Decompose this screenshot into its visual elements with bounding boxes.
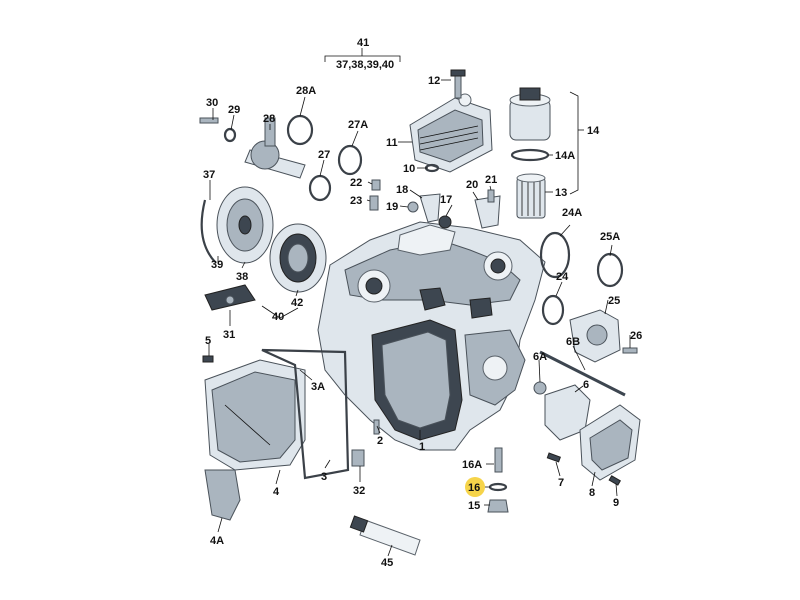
cover-8 (579, 404, 641, 481)
callout-22: 22 (350, 177, 362, 189)
bolt-16A (494, 447, 503, 473)
callout-45: 45 (381, 557, 393, 569)
callout-31: 31 (223, 329, 235, 341)
actuator-6 (533, 381, 591, 441)
callout-25: 25 (608, 295, 620, 307)
callout-6A: 6A (533, 351, 547, 363)
callout-32: 32 (353, 485, 365, 497)
callout-25A: 25A (600, 231, 620, 243)
plug-32 (351, 449, 365, 467)
drive-shaft-28 (244, 117, 306, 179)
rod-6B (539, 350, 626, 397)
bolt-12 (450, 69, 466, 99)
callout-19: 19 (386, 201, 398, 213)
callout-12: 12 (428, 75, 440, 87)
callout-29: 29 (228, 104, 240, 116)
callout-10: 10 (403, 163, 415, 175)
small-fittings (369, 163, 501, 229)
callout-6B: 6B (566, 336, 580, 348)
oil-cooler (409, 93, 493, 173)
sensor-31 (204, 284, 256, 311)
oil-filter-element (516, 173, 546, 219)
callout-42: 42 (291, 297, 303, 309)
callout-9: 9 (613, 497, 619, 509)
callout-14: 14 (587, 125, 600, 137)
seal-16 (488, 482, 508, 492)
callout-41: 41 (357, 37, 369, 49)
bolt-9 (608, 475, 622, 486)
rings-right (539, 231, 624, 326)
callout-21: 21 (485, 174, 497, 186)
callout-30: 30 (206, 97, 218, 109)
plug-15 (487, 499, 509, 513)
flange-25 (569, 309, 621, 363)
callout-7: 7 (558, 477, 564, 489)
callout-2: 2 (377, 435, 383, 447)
callout-13: 13 (555, 187, 567, 199)
oil-pan-4 (204, 359, 306, 471)
gasket-3 (261, 348, 350, 480)
callout-11: 11 (386, 137, 398, 149)
bolt-2 (373, 419, 380, 435)
callout-16A: 16A (462, 459, 482, 471)
callout-28: 28 (263, 113, 275, 125)
callout-28A: 28A (296, 85, 316, 97)
callout-3: 3 (321, 471, 327, 483)
callout-17: 17 (440, 194, 452, 206)
bolt-26 (622, 347, 638, 354)
oil-filter-housing (509, 87, 551, 162)
leader-lines (208, 48, 631, 557)
callout-3A: 3A (311, 381, 325, 393)
bracket-4A (204, 469, 241, 521)
callout-27: 27 (318, 149, 330, 161)
callout-26: 26 (630, 330, 642, 342)
gearbox-housing (317, 221, 546, 451)
callout-41-list: 37,38,39,40 (336, 59, 394, 71)
highlight-marker-16 (465, 477, 485, 497)
callout-18: 18 (396, 184, 408, 196)
callout-5: 5 (205, 335, 211, 347)
callout-24: 24 (556, 271, 569, 283)
callout-20: 20 (466, 179, 478, 191)
callout-8: 8 (589, 487, 595, 499)
callout-37: 37 (203, 169, 215, 181)
callout-40: 40 (272, 311, 284, 323)
callout-24A: 24A (562, 207, 582, 219)
callout-14A: 14A (555, 150, 575, 162)
callout-27A: 27A (348, 119, 368, 131)
callout-1: 1 (419, 441, 425, 453)
bolt-7 (546, 452, 561, 463)
callout-16: 16 (468, 482, 480, 494)
callout-38: 38 (236, 271, 248, 283)
callout-4A: 4A (210, 535, 224, 547)
bolt-5 (202, 355, 214, 363)
callout-39: 39 (211, 259, 223, 271)
callout-labels: 41 37,38,39,40 12 30 29 28 28A 27A 27 11… (203, 37, 642, 569)
callout-6: 6 (583, 379, 589, 391)
dual-clutch-38 (200, 186, 274, 264)
callout-4: 4 (273, 486, 280, 498)
gear-drum-42 (269, 223, 327, 293)
callout-15: 15 (468, 500, 480, 512)
callout-23: 23 (350, 195, 362, 207)
sealant-tube-45 (349, 515, 421, 556)
